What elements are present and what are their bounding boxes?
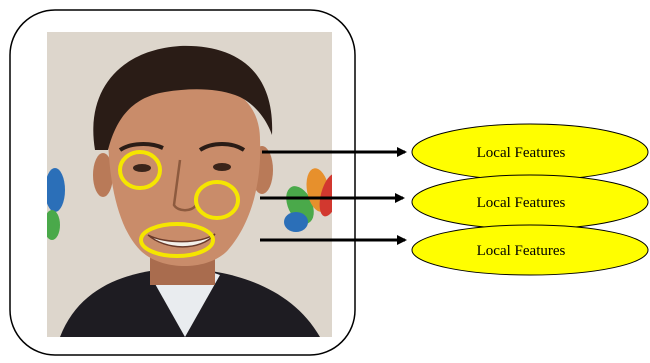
left-eyebrow: [118, 142, 164, 152]
mouth-highlight: [139, 222, 215, 258]
face-photo: [47, 32, 332, 337]
backdrop-logo-left: [47, 168, 65, 240]
right-eye: [213, 163, 231, 171]
left-eye-highlight: [118, 150, 162, 190]
backdrop-logo-right: [284, 168, 332, 232]
feature-label-2: Local Features: [411, 174, 649, 230]
feature-label-text-3: Local Features: [477, 243, 566, 259]
feature-ellipse-3: [411, 224, 649, 276]
feature-label-3: Local Features: [411, 224, 649, 276]
right-cheek-highlight: [194, 180, 240, 220]
hair: [93, 45, 273, 150]
left-ear: [93, 153, 113, 197]
nose: [172, 159, 198, 212]
feature-label-text-1: Local Features: [477, 145, 566, 161]
feature-label-text-2: Local Features: [477, 195, 566, 211]
photo-frame: [9, 9, 356, 356]
feature-label-1: Local Features: [411, 123, 649, 181]
shirt-collar: [150, 268, 220, 337]
left-eye: [133, 164, 151, 172]
right-eyebrow: [198, 142, 246, 152]
mouth: [147, 233, 216, 248]
